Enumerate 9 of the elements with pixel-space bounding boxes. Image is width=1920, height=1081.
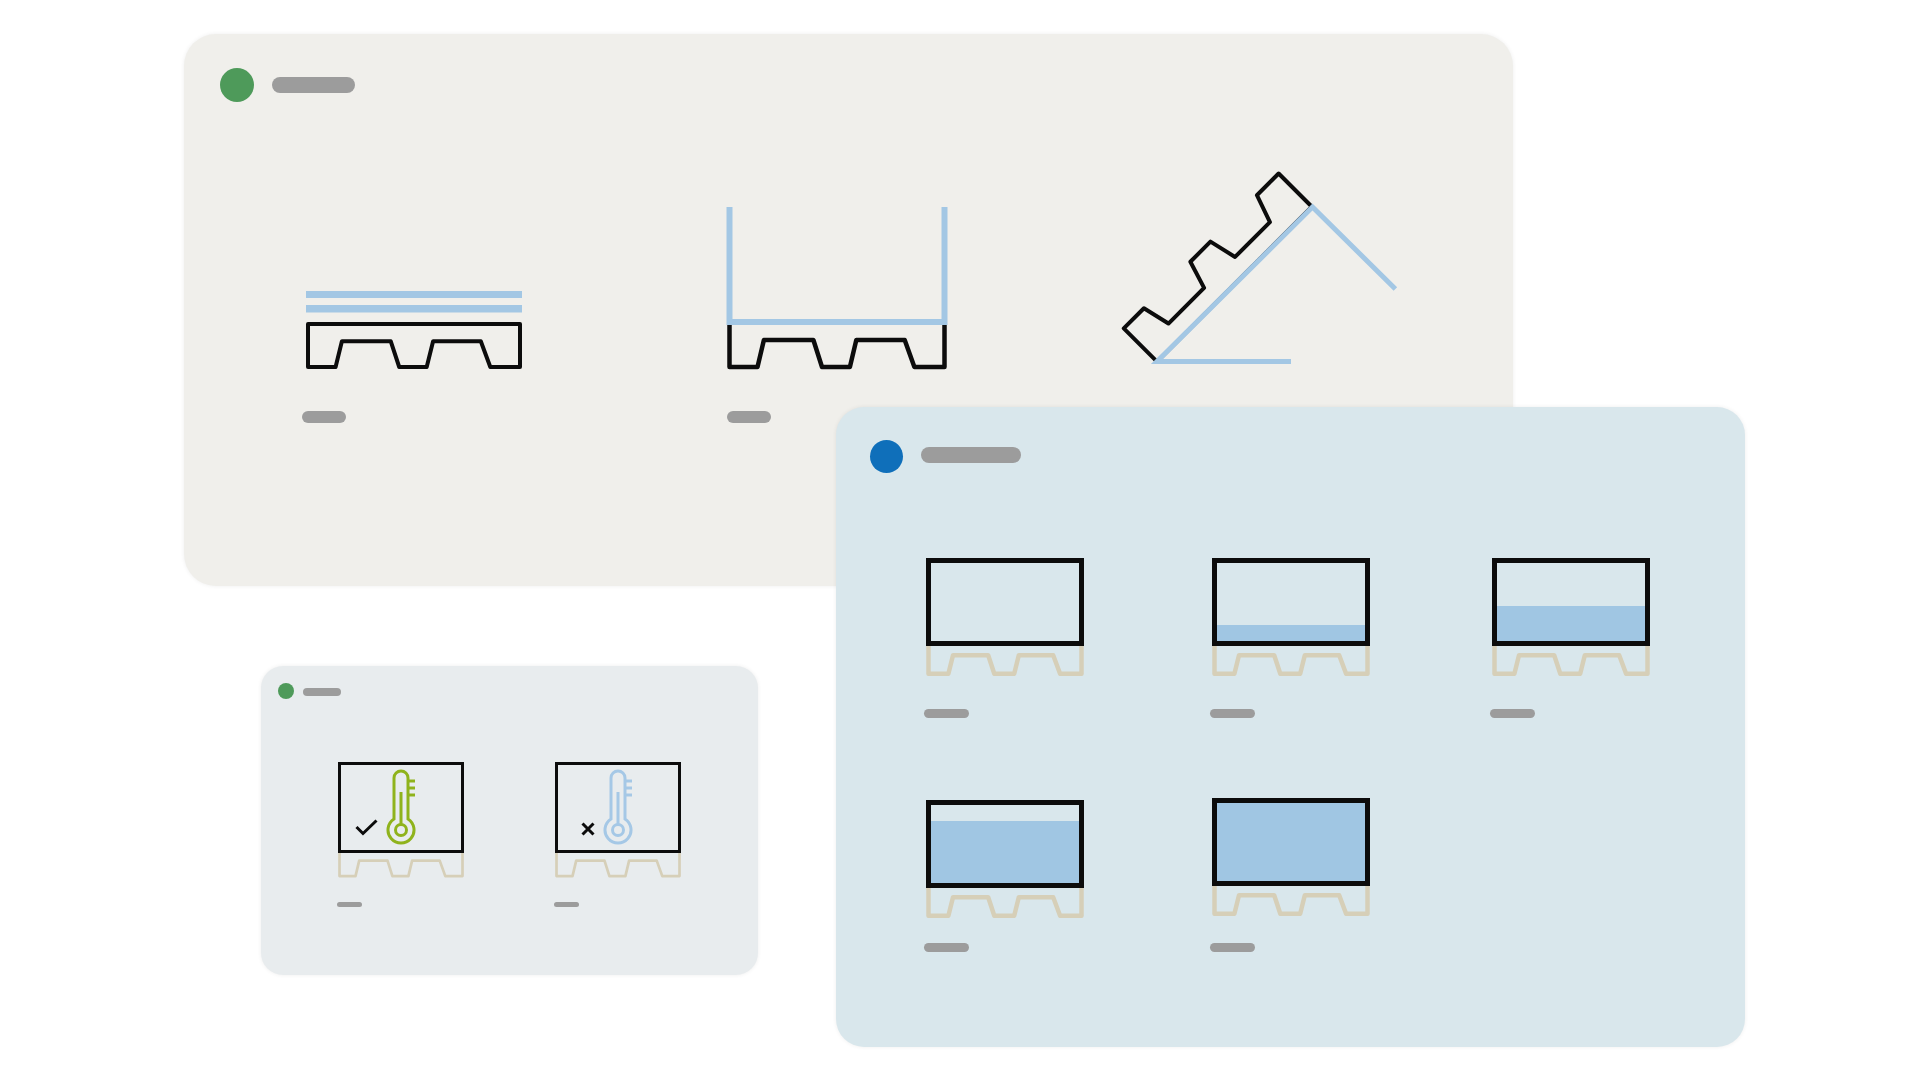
crate (1492, 558, 1650, 646)
crate (338, 762, 464, 853)
crate (926, 800, 1084, 888)
panel-card (261, 666, 758, 975)
crate (1212, 558, 1370, 646)
crate (555, 762, 681, 853)
panel-card (836, 407, 1745, 1047)
crate (926, 558, 1084, 646)
crate (1212, 798, 1370, 886)
